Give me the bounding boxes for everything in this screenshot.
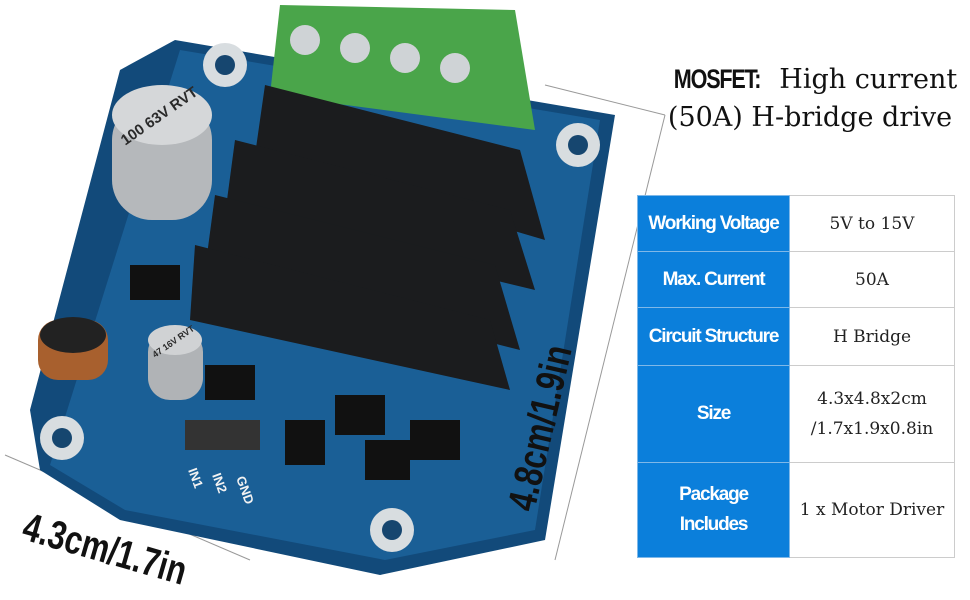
headline-brand: MOSFET:	[673, 64, 762, 94]
spec-key: Working Voltage	[637, 195, 790, 252]
spec-key: Size	[637, 365, 790, 463]
spec-key: Circuit Structure	[637, 307, 790, 366]
spec-key: Max. Current	[637, 251, 790, 308]
headline-line1: High current	[779, 64, 958, 95]
pin-label-in1: IN1	[185, 466, 206, 490]
headline-line2: (50A) H-bridge drive	[667, 102, 953, 133]
headline: MOSFET: High current (50A) H-bridge driv…	[660, 60, 960, 137]
spec-key: Package Includes	[637, 462, 790, 558]
capacitor-large	[112, 85, 212, 220]
capacitor-small	[148, 325, 203, 400]
spec-value: 5V to 15V	[789, 195, 955, 252]
spec-value: 4.3x4.8x2cm/1.7x1.9x0.8in	[789, 365, 955, 463]
ic-chips	[130, 265, 460, 480]
header-pins	[185, 420, 260, 450]
size-imperial: /1.7x1.9x0.8in	[810, 419, 934, 439]
inductor	[38, 317, 108, 380]
pin-label-in2: IN2	[209, 471, 230, 495]
size-metric: 4.3x4.8x2cm	[817, 389, 927, 409]
spec-value: 1 x Motor Driver	[789, 462, 955, 558]
heatsink	[190, 85, 545, 390]
spec-value: H Bridge	[789, 307, 955, 366]
spec-value: 50A	[789, 251, 955, 308]
